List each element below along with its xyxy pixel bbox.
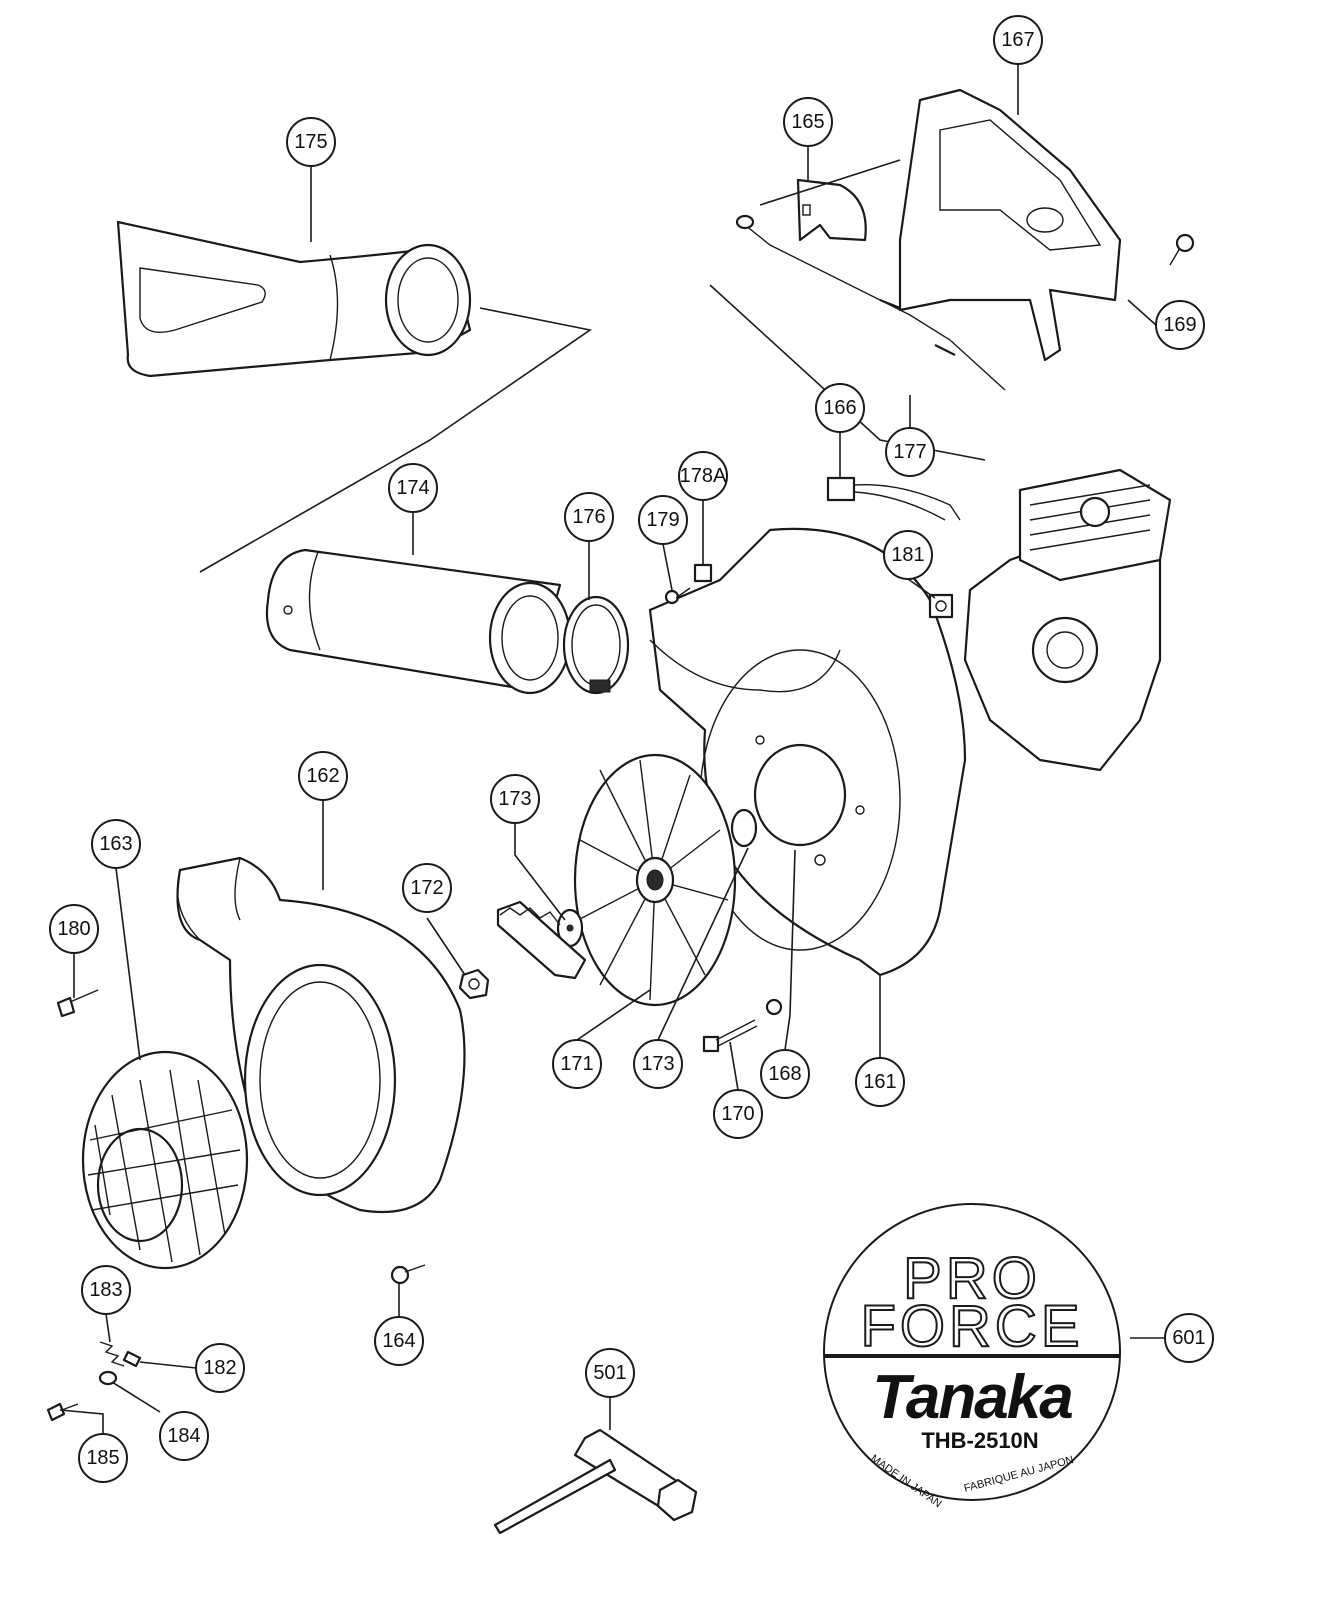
part-601-decal: PRO FORCE Tanaka THB-2510N MADE IN JAPAN… <box>823 1203 1121 1510</box>
callout-181: 181 <box>883 530 933 580</box>
callout-label: 181 <box>891 544 924 566</box>
leader-lines <box>59 64 1165 1434</box>
callout-171: 171 <box>552 1039 602 1089</box>
callout-172: 172 <box>402 863 452 913</box>
callout-label: 162 <box>306 765 339 787</box>
part-176-clamp <box>562 595 630 695</box>
part-162-volute-cover <box>176 856 466 1214</box>
decal-model: THB-2510N <box>921 1428 1038 1453</box>
decal-line-pro: PRO <box>903 1246 1041 1311</box>
part-181-gasket <box>928 593 954 619</box>
callout-601: 601 <box>1164 1313 1214 1363</box>
callout-label: 182 <box>203 1357 236 1379</box>
callout-label: 169 <box>1163 314 1196 336</box>
callout-179: 179 <box>638 495 688 545</box>
part-185-screw <box>46 1402 79 1422</box>
callout-label: 165 <box>791 111 824 133</box>
callout-183: 183 <box>81 1265 131 1315</box>
part-174-pipe <box>265 548 572 695</box>
callout-163: 163 <box>91 819 141 869</box>
callout-label: 184 <box>167 1425 200 1447</box>
part-175-nozzle <box>116 220 472 378</box>
part-166-switch <box>826 476 961 521</box>
callout-501: 501 <box>585 1348 635 1398</box>
callout-label: 183 <box>89 1279 122 1301</box>
part-163-intake-guard <box>81 1050 249 1270</box>
callout-184: 184 <box>159 1411 209 1461</box>
callout-label: 176 <box>572 506 605 528</box>
part-180-screw <box>56 989 99 1018</box>
callout-label: 171 <box>560 1053 593 1075</box>
callout-185: 185 <box>78 1433 128 1483</box>
callout-label: 179 <box>646 509 679 531</box>
callout-177: 177 <box>885 427 935 477</box>
callout-176: 176 <box>564 492 614 542</box>
callout-label: 180 <box>57 918 90 940</box>
callout-label: 168 <box>768 1063 801 1085</box>
callout-175: 175 <box>286 117 336 167</box>
decal-brand: Tanaka <box>872 1363 1072 1432</box>
part-178A-clip <box>693 563 713 583</box>
callout-167: 167 <box>993 15 1043 65</box>
callout-label: 163 <box>99 833 132 855</box>
callout-label: 161 <box>863 1071 896 1093</box>
decal-line-force: FORCE <box>861 1294 1084 1359</box>
callout-label: 167 <box>1001 29 1034 51</box>
callout-173-lower: 173 <box>633 1039 683 1089</box>
part-182-pin <box>122 1350 142 1368</box>
part-177-throttle-cable <box>735 214 1006 391</box>
callout-label: 170 <box>721 1103 754 1125</box>
engine-assembly <box>963 468 1172 772</box>
callout-178A: 178A <box>678 451 728 501</box>
callout-166: 166 <box>815 383 865 433</box>
callout-label: 501 <box>593 1362 626 1384</box>
callout-label: 164 <box>382 1330 415 1352</box>
part-167-back-frame <box>898 88 1122 362</box>
callout-label: 178A <box>680 465 727 487</box>
cutter-blade <box>496 900 587 980</box>
callout-180: 180 <box>49 904 99 954</box>
part-169-screw <box>1169 233 1195 266</box>
callout-label: 185 <box>86 1447 119 1469</box>
part-183-spring <box>99 1341 125 1367</box>
part-164-screw <box>390 1264 426 1285</box>
callout-182: 182 <box>195 1343 245 1393</box>
part-172-nut <box>458 968 490 1000</box>
callout-label: 173 <box>498 788 531 810</box>
callout-170: 170 <box>713 1089 763 1139</box>
callout-168: 168 <box>760 1049 810 1099</box>
callout-174: 174 <box>388 463 438 513</box>
callout-label: 175 <box>294 131 327 153</box>
part-179-screw <box>664 587 691 605</box>
callout-169: 169 <box>1155 300 1205 350</box>
callout-label: 174 <box>396 477 429 499</box>
callout-label: 166 <box>823 397 856 419</box>
callout-label: 172 <box>410 877 443 899</box>
callout-label: 177 <box>893 441 926 463</box>
part-165-bracket <box>796 178 867 242</box>
part-171-fan <box>573 753 737 1007</box>
callout-165: 165 <box>783 97 833 147</box>
callout-label: 601 <box>1172 1327 1205 1349</box>
callout-173-upper: 173 <box>490 774 540 824</box>
callout-164: 164 <box>374 1316 424 1366</box>
part-170-bolt <box>702 1019 758 1053</box>
part-184-washer <box>98 1370 118 1386</box>
part-168-washer <box>765 998 783 1016</box>
part-173-washer-b <box>730 808 758 848</box>
callout-label: 173 <box>641 1053 674 1075</box>
callout-161: 161 <box>855 1057 905 1107</box>
callout-162: 162 <box>298 751 348 801</box>
part-501-wrench <box>493 1428 698 1535</box>
